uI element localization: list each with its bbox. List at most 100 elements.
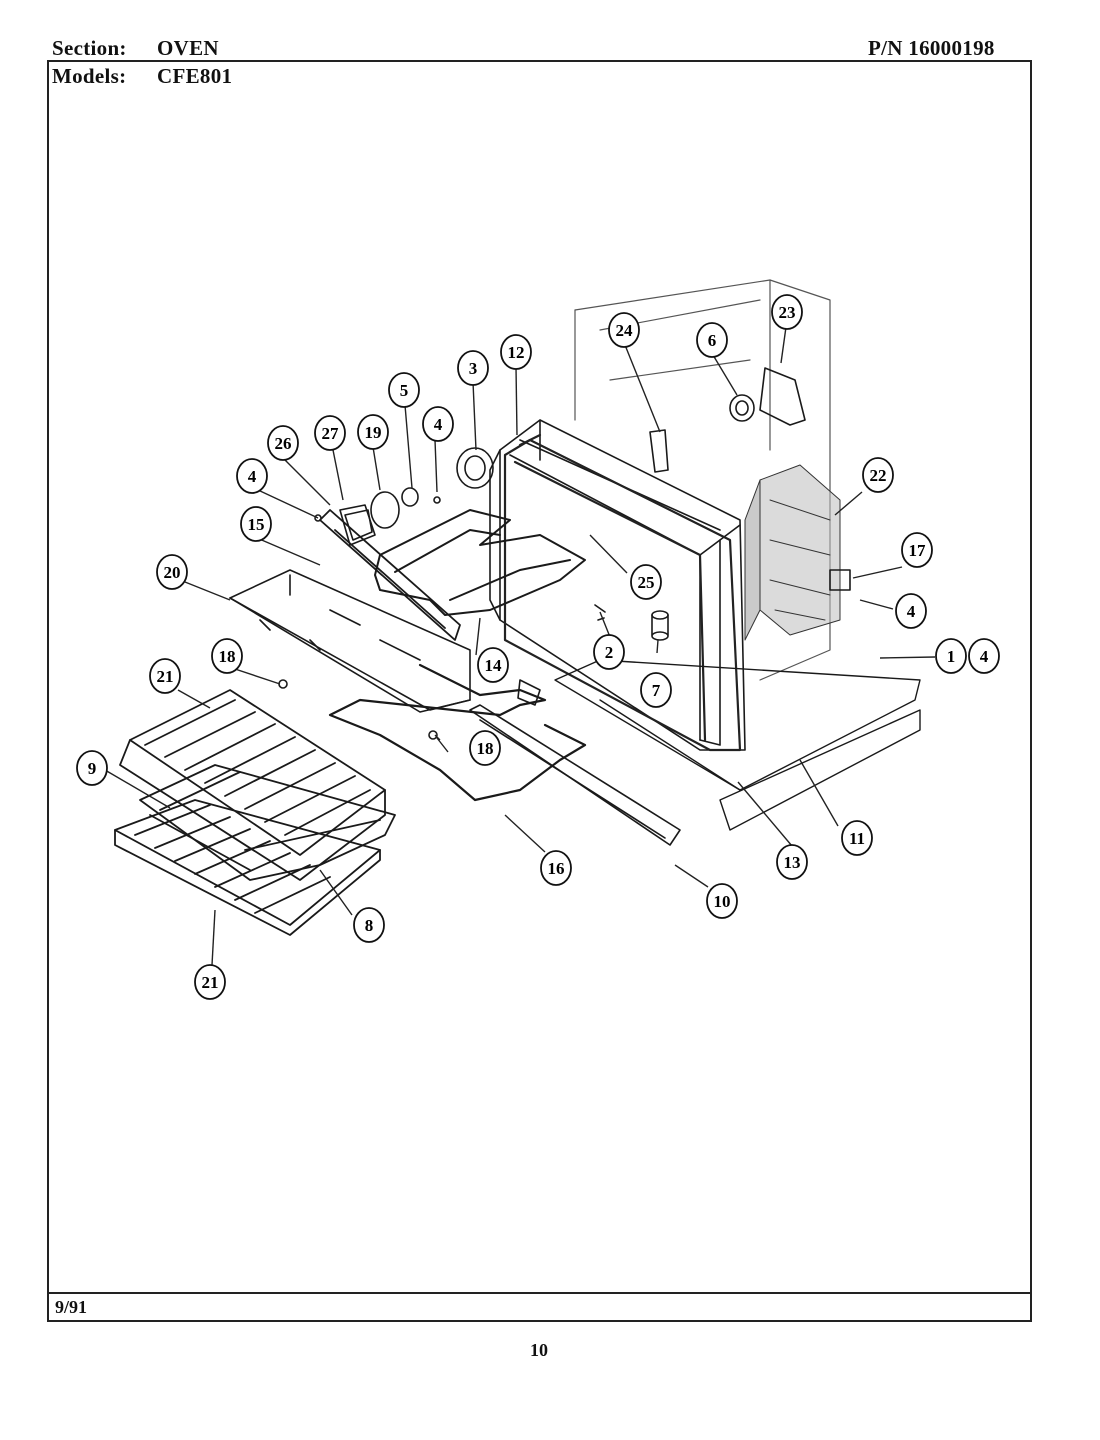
callout-number: 20 xyxy=(164,563,181,582)
callout-circle xyxy=(211,638,243,674)
callout-20: 20 xyxy=(156,554,188,590)
callout-number: 11 xyxy=(849,829,865,848)
callout-number: 9 xyxy=(88,759,97,778)
callout-24: 24 xyxy=(608,312,640,348)
callout-8: 8 xyxy=(353,907,385,943)
callout-17: 17 xyxy=(901,532,933,568)
oven-bottom-panel xyxy=(229,569,471,713)
callout-circle xyxy=(901,532,933,568)
callout-circle xyxy=(457,350,489,386)
part-number: P/N 16000198 xyxy=(868,36,995,60)
section-value: OVEN xyxy=(157,36,219,60)
callout-number: 16 xyxy=(548,859,565,878)
callout-6: 6 xyxy=(696,322,728,358)
page-number: 10 xyxy=(530,1340,548,1360)
callout-16: 16 xyxy=(540,850,572,886)
callout-4: 4 xyxy=(895,593,927,629)
callout-circle xyxy=(540,850,572,886)
callout-18: 18 xyxy=(211,638,243,674)
callout-circle xyxy=(696,322,728,358)
callout-circle xyxy=(236,458,268,494)
callout-18: 18 xyxy=(469,730,501,766)
callout-circle xyxy=(608,312,640,348)
callout-number: 10 xyxy=(714,892,731,911)
callout-circle xyxy=(149,658,181,694)
callout-22: 22 xyxy=(862,457,894,493)
callout-circle xyxy=(240,506,272,542)
callout-21: 21 xyxy=(194,964,226,1000)
callout-number: 6 xyxy=(708,331,717,350)
oven-front-frame-gasket xyxy=(503,433,742,752)
callout-4: 4 xyxy=(236,458,268,494)
callout-number: 4 xyxy=(248,467,257,486)
element-bracket xyxy=(469,704,681,846)
callout-number: 21 xyxy=(202,973,219,992)
callout-number: 22 xyxy=(870,466,887,485)
callout-number: 1 xyxy=(947,647,956,666)
oven-rack-lower xyxy=(114,799,381,936)
callout-number: 18 xyxy=(219,647,236,666)
callout-circle xyxy=(640,672,672,708)
callout-circle xyxy=(76,750,108,786)
callout-number: 25 xyxy=(638,573,655,592)
callout-13: 13 xyxy=(776,844,808,880)
callout-21: 21 xyxy=(149,658,181,694)
callout-circle xyxy=(353,907,385,943)
callout-number: 4 xyxy=(907,602,916,621)
callout-25: 25 xyxy=(630,564,662,600)
models-value: CFE801 xyxy=(157,64,233,88)
callout-number: 12 xyxy=(508,343,525,362)
bottom-trim xyxy=(554,659,921,831)
callout-15: 15 xyxy=(240,506,272,542)
broil-element xyxy=(374,509,586,616)
models-label: Models: xyxy=(52,64,127,88)
callout-number: 3 xyxy=(469,359,478,378)
callout-circle xyxy=(771,294,803,330)
callout-12: 12 xyxy=(500,334,532,370)
callout-circle xyxy=(935,638,967,674)
callout-number: 4 xyxy=(980,647,989,666)
callout-number: 26 xyxy=(275,434,292,453)
callout-number: 4 xyxy=(434,415,443,434)
callout-2: 2 xyxy=(593,634,625,670)
callout-number: 23 xyxy=(779,303,796,322)
bake-element xyxy=(328,663,587,802)
leader-lines xyxy=(104,326,936,966)
callout-number: 2 xyxy=(605,643,614,662)
callout-number: 19 xyxy=(365,423,382,442)
callout-7: 7 xyxy=(640,672,672,708)
callout-circle xyxy=(841,820,873,856)
oven-sensor xyxy=(651,610,669,641)
callout-27: 27 xyxy=(314,415,346,451)
callout-11: 11 xyxy=(841,820,873,856)
callout-circle xyxy=(776,844,808,880)
broil-pan xyxy=(139,764,396,881)
callout-circle xyxy=(968,638,1000,674)
rear-components xyxy=(649,367,851,591)
callout-number: 5 xyxy=(400,381,409,400)
insulation-blanket xyxy=(744,464,841,641)
callout-circle xyxy=(895,593,927,629)
callout-circle xyxy=(267,425,299,461)
callout-circle xyxy=(630,564,662,600)
section-label: Section: xyxy=(52,36,127,60)
oven-light-assembly xyxy=(314,447,494,546)
revision-date: 9/91 xyxy=(55,1297,88,1317)
callout-circle xyxy=(593,634,625,670)
callout-circle xyxy=(388,372,420,408)
callout-circle xyxy=(314,415,346,451)
callout-4: 4 xyxy=(422,406,454,442)
callout-19: 19 xyxy=(357,414,389,450)
callout-circle xyxy=(156,554,188,590)
callout-3: 3 xyxy=(457,350,489,386)
callout-circle xyxy=(500,334,532,370)
footer-divider xyxy=(47,1292,1032,1294)
callout-14: 14 xyxy=(477,647,509,683)
callout-number: 24 xyxy=(616,321,634,340)
callout-number: 7 xyxy=(652,681,661,700)
callout-number: 8 xyxy=(365,916,374,935)
callout-circle xyxy=(706,883,738,919)
callout-10: 10 xyxy=(706,883,738,919)
